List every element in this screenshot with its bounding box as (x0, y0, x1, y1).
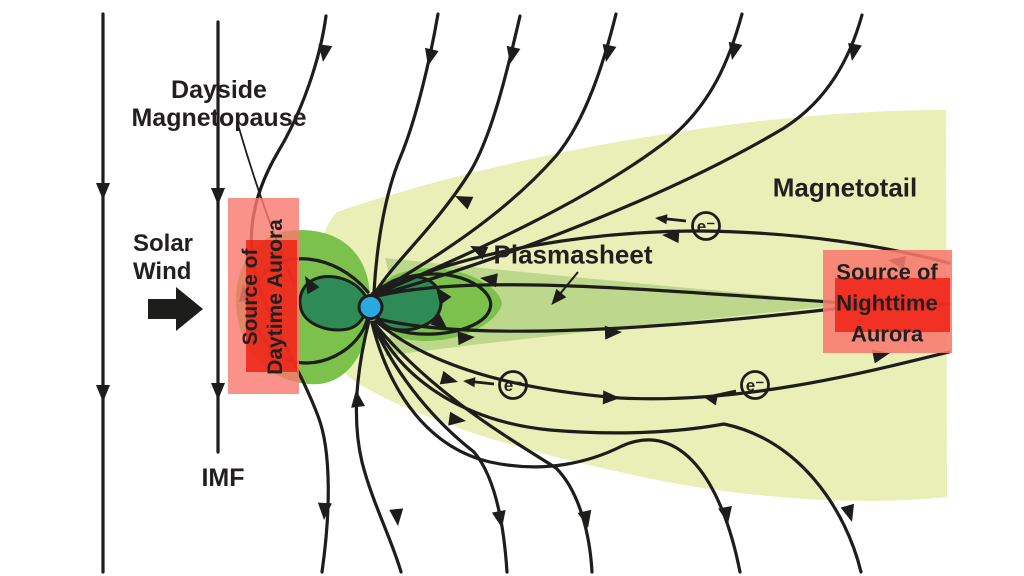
arrowhead (211, 188, 225, 205)
arrowhead (503, 45, 521, 66)
plasmasheet-boundary-line (376, 283, 951, 306)
tail-field-line (374, 319, 951, 401)
magnetotail-label: Magnetotail (772, 172, 918, 203)
solar-wind-arrow-icon (148, 287, 203, 331)
solar-wind-label: Solar Wind (133, 230, 193, 286)
arrowhead (317, 502, 332, 521)
tail-field-line (372, 321, 594, 574)
electron-motion-arrow (707, 389, 737, 399)
nighttime-aurora-label-line1: Source of (836, 259, 938, 285)
tail-field-line (375, 12, 744, 296)
arrowhead (389, 508, 405, 527)
daytime-aurora-box-inner (246, 240, 297, 372)
nighttime-aurora-label-line2: Nighttime (836, 290, 938, 316)
arrowhead (211, 383, 225, 400)
earth (357, 294, 384, 320)
electron-symbol: e⁻ (503, 376, 523, 395)
nighttime-aurora-box-inner (835, 278, 950, 332)
tail-field-line (372, 320, 863, 574)
tail-field-line (354, 319, 403, 574)
electron-circle-icon (691, 211, 721, 241)
arrowhead (96, 385, 110, 402)
arrowhead (421, 47, 439, 68)
electron-symbol: e⁻ (745, 376, 765, 395)
solar-wind-label-line1: Solar (132, 230, 194, 257)
daytime-aurora-label: Source of Daytime Aurora (238, 219, 288, 375)
plasmasheet-boundary-line (376, 304, 860, 333)
plasmasheet-pointer-arrow (548, 271, 579, 308)
tail-field-line (370, 320, 509, 574)
nighttime-aurora-label: Source of Nighttime Aurora (836, 257, 937, 350)
daytime-aurora-label-line2: Daytime Aurora (264, 219, 287, 375)
imf-label: IMF (201, 464, 245, 492)
tail-field-line (376, 13, 864, 297)
closed-field-region-dayside (298, 275, 369, 332)
dayside-magnetopause-label: Dayside Magnetopause (131, 76, 306, 132)
electron-circle-icon (740, 370, 770, 400)
solar-wind-label-line2: Wind (132, 258, 192, 285)
dipole-loop-line (370, 272, 493, 336)
electron-circle-icon (498, 370, 528, 400)
electron-symbol: e⁻ (696, 217, 716, 236)
tail-field-line (375, 229, 951, 295)
dayside-magnetopause-label-line1: Dayside (171, 76, 267, 104)
daytime-aurora-label-line1: Source of (239, 248, 262, 346)
tail-field-line (374, 12, 618, 295)
electron-symbols (462, 211, 770, 406)
plasmasheet-label: Plasmasheet (493, 239, 653, 270)
nighttime-aurora-label-line3: Aurora (850, 321, 924, 347)
tail-field-line (373, 14, 522, 295)
arrowhead (349, 389, 366, 408)
arrowhead (96, 183, 110, 200)
dayside-magnetopause-label-line2: Magnetopause (131, 104, 307, 132)
tail-field-line (370, 321, 742, 574)
